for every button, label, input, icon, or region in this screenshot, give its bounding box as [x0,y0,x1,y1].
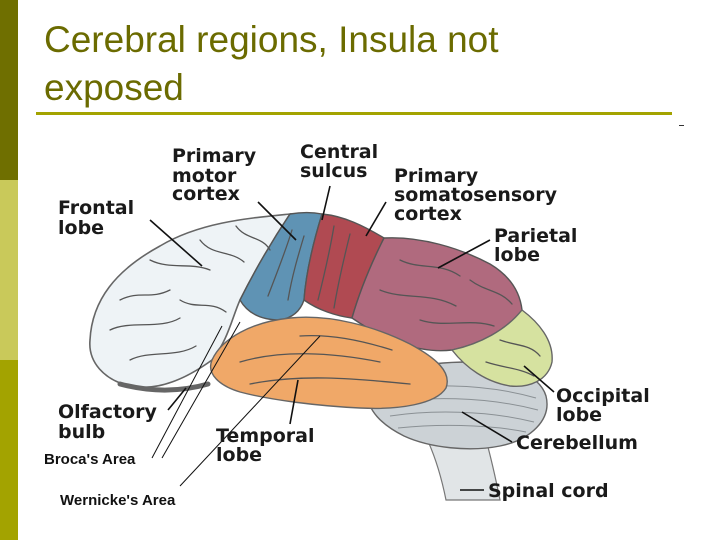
label-spinal-cord: Spinal cord [488,480,609,502]
leader-somatosensory [366,202,386,236]
sidebar-top-band [0,0,18,180]
brain-diagram: Primary motor cortex Central sulcus Prim… [40,132,680,512]
slide-title-line-1: Cerebral regions, Insula not [44,16,664,64]
label-frontal-2: lobe [58,217,104,239]
label-broca: Broca's Area [44,451,136,468]
label-parietal-2: lobe [494,244,540,266]
label-central-sulcus-2: sulcus [300,160,367,182]
slide-title-line-2: exposed [44,64,664,112]
label-primary-motor-3: cortex [172,183,240,205]
label-wernicke: Wernicke's Area [60,492,176,509]
label-olfactory-2: bulb [58,421,105,443]
label-primary-somato-3: cortex [394,203,462,225]
sidebar-bottom-band [0,360,18,540]
label-olfactory-1: Olfactory [58,401,158,423]
sidebar-middle-band [0,180,18,360]
label-frontal-1: Frontal [58,197,134,219]
label-temporal-2: lobe [216,444,262,466]
label-primary-motor-1: Primary [172,145,257,167]
corner-tick [679,125,684,126]
label-cerebellum: Cerebellum [516,432,638,454]
label-occipital-2: lobe [556,404,602,426]
title-underline [36,112,672,115]
slide-title: Cerebral regions, Insula not exposed [44,16,664,112]
